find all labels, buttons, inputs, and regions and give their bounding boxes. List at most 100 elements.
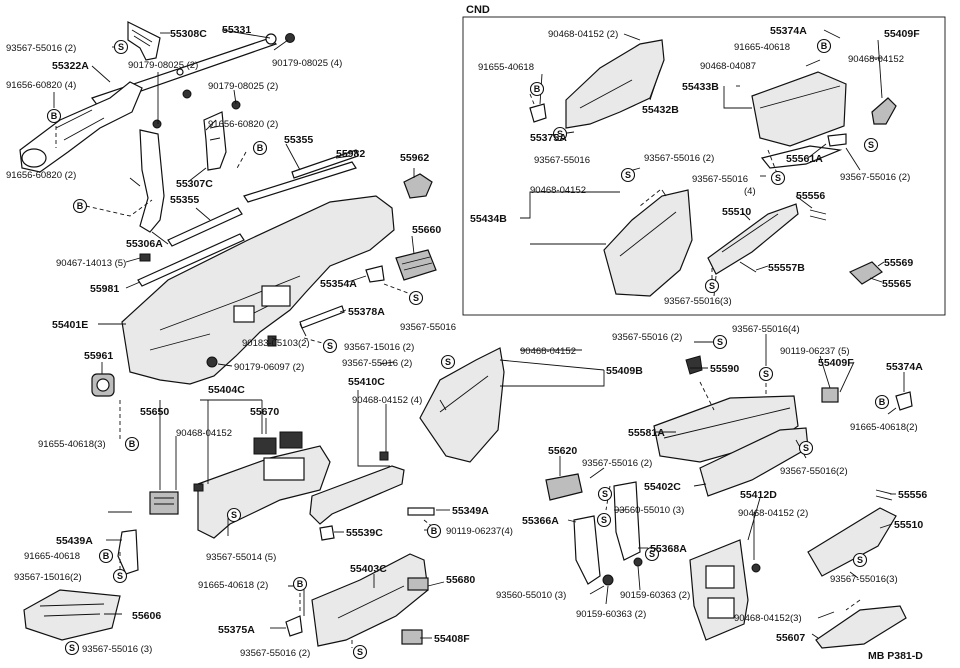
bolt-icon [602,574,614,586]
label: 93567-55016 (2) [644,153,714,164]
part-55368a [613,481,641,561]
label: 90119-06237 (5) [780,346,850,357]
label: 55557B [768,262,805,274]
label: 55354A [320,278,357,290]
part-glove-door-inset [760,145,843,169]
label: 91655-40618(3) [38,439,106,450]
label: 55982 [336,148,365,160]
s-symbol-icon: S [597,486,613,502]
svg-text:S: S [803,443,809,453]
b-symbol-icon: B [72,198,88,214]
label: 91656-60820 (2) [208,119,278,130]
label: 90468-04152 (4) [352,395,422,406]
label: 55606 [132,610,161,622]
label: 55402C [644,481,681,493]
label: 55510 [722,206,751,218]
cnd-inset-frame [462,16,946,316]
label: 90179-08025 (2) [128,60,198,71]
label: 93567-55016(3) [664,296,732,307]
label: 91665-40618 (2) [198,580,268,591]
label: 90468-04152 (2) [738,508,808,519]
label: 55561A [786,153,823,165]
label: 93567-55016 (2) [840,172,910,183]
label: 55409B [606,365,643,377]
label: 90468-04087 [700,61,756,72]
label: 93560-55010 (3) [614,505,684,516]
label: 93567-55016(3) [830,574,898,585]
label: 91656-60820 (4) [6,80,76,91]
label: 90468-04152 (2) [548,29,618,40]
label: 55401E [52,319,88,331]
part-55374a-right [895,391,913,411]
b-symbol-icon: B [529,81,545,97]
clip-icon [267,335,277,347]
part-55539c [319,525,335,541]
part-55606 [23,589,121,641]
label: 93567-55016(4) [732,324,800,335]
label: 90179-08025 (4) [272,58,342,69]
s-symbol-icon: S [644,546,660,562]
svg-text:S: S [118,42,124,52]
svg-text:S: S [649,549,655,559]
label: 91656-60820 (2) [6,170,76,181]
svg-text:S: S [625,170,631,180]
svg-text:S: S [557,129,563,139]
label: 55650 [140,406,169,418]
label: 55680 [446,574,475,586]
part-55510-inset [707,203,799,275]
clip-icon [139,253,151,262]
label: 55374A [886,361,923,373]
part-55569 [848,261,883,285]
label: 90119-06237(4) [446,526,513,537]
label: 55404C [208,384,245,396]
svg-text:S: S [231,510,237,520]
svg-text:S: S [357,647,363,657]
label: 55565 [882,278,911,290]
label: 93567-15016 (2) [344,342,414,353]
label: 55433B [682,81,719,93]
label: 93567-55016 (2) [342,358,412,369]
label: 55375A [530,132,567,144]
label: 55409F [818,357,854,369]
part-55590 [685,355,703,375]
dashed-leaders [55,93,861,648]
bolt-icon [152,119,162,129]
part-55556-right [875,489,893,501]
s-symbol-icon: S [770,170,786,186]
part-55308c [127,21,161,61]
label: 90179-08025 (2) [208,81,278,92]
label: 55322A [52,60,89,72]
s-symbol-icon: S [408,290,424,306]
label: 90159-60363 (2) [620,590,690,601]
svg-text:S: S [413,293,419,303]
label: 90468-04152 [848,54,904,65]
part-55349a [407,507,435,516]
symbol-markers: S B B B S S S B S B B S B S S B B S S S … [46,38,890,660]
label: 90468-04152(3) [734,613,802,624]
part-55410c [309,451,405,525]
svg-text:B: B [257,143,264,153]
label: 55981 [90,283,119,295]
label: 93567-55016 [692,174,748,185]
label: 55510 [894,519,923,531]
label: 93560-55010 (3) [496,590,566,601]
s-symbol-icon: S [758,366,774,382]
part-55404c [197,445,331,539]
label: 55409F [884,28,920,40]
svg-text:S: S [601,515,607,525]
part-55401e [121,195,395,385]
part-55556-inset [809,209,827,221]
label: 90159-60363 (2) [576,609,646,620]
label: 55961 [84,350,113,362]
label: 55556 [796,190,825,202]
svg-text:B: B [77,201,84,211]
part-55322a [19,81,143,173]
label: 93567-55016 (2) [6,43,76,54]
svg-text:B: B [879,397,886,407]
svg-text:B: B [297,579,304,589]
label: 91665-40618 [734,42,790,53]
b-symbol-icon: B [816,38,832,54]
part-55412d [689,539,749,641]
part-55620 [545,473,583,501]
